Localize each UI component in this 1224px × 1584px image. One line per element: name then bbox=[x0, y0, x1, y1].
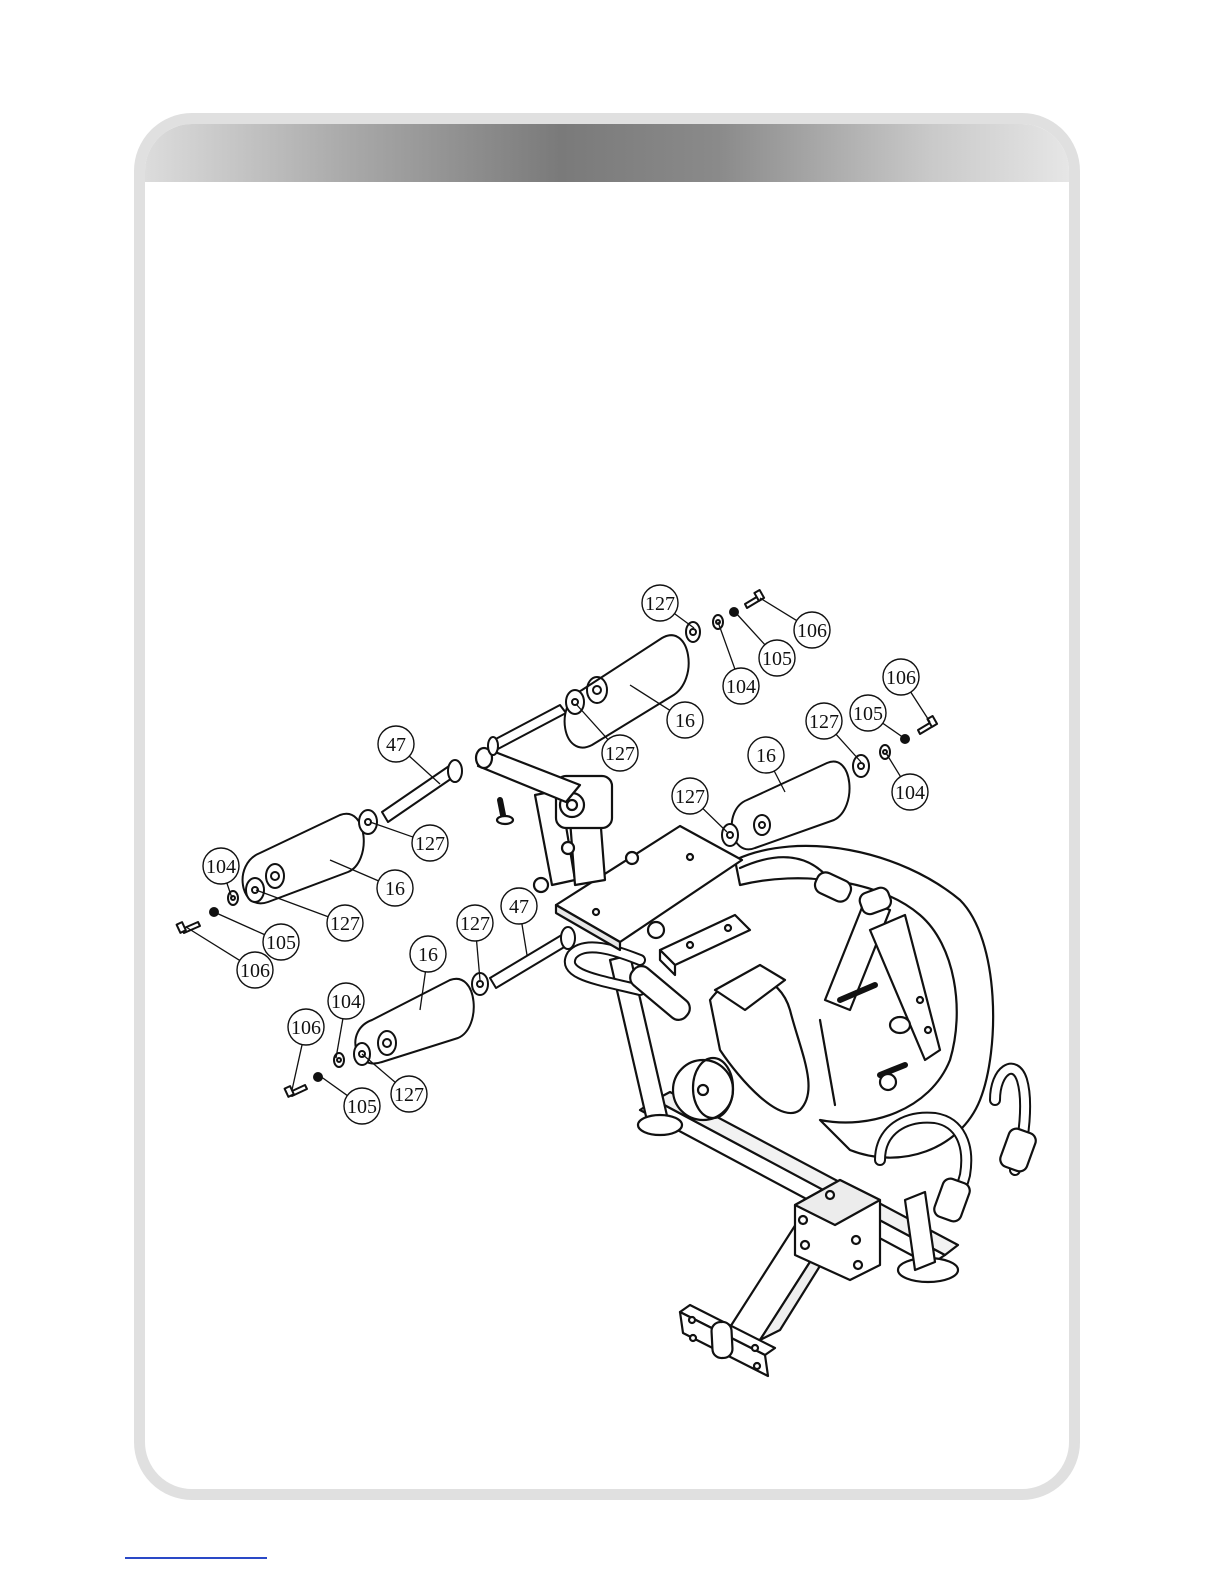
callout-label: 104 bbox=[331, 991, 361, 1013]
callout-127-14: 127 bbox=[370, 822, 448, 861]
callout-leader-line bbox=[675, 614, 694, 628]
callout-leader-line bbox=[718, 622, 735, 669]
callout-label: 16 bbox=[756, 745, 776, 767]
callout-label: 127 bbox=[675, 786, 705, 808]
callout-leader-line bbox=[409, 756, 440, 784]
callout-label: 16 bbox=[675, 710, 695, 732]
callout-leader-line bbox=[886, 753, 901, 777]
callout-label: 104 bbox=[726, 676, 756, 698]
callout-104-4: 104 bbox=[718, 622, 759, 704]
callout-label: 105 bbox=[762, 648, 792, 670]
callout-leader-line bbox=[735, 612, 765, 645]
callout-106-19: 106 bbox=[186, 927, 273, 988]
callout-label: 16 bbox=[385, 878, 405, 900]
callout-leader-line bbox=[214, 912, 265, 935]
callout-leader-line bbox=[836, 734, 861, 762]
callout-label: 105 bbox=[266, 932, 296, 954]
callout-leader-line bbox=[883, 723, 904, 738]
callout-label: 16 bbox=[418, 944, 438, 966]
callout-leader-line bbox=[370, 822, 413, 837]
callout-label: 104 bbox=[895, 782, 925, 804]
footer-rule bbox=[125, 1557, 267, 1559]
callout-127-21: 127 bbox=[457, 905, 493, 980]
callout-label: 105 bbox=[347, 1096, 377, 1118]
callout-label: 105 bbox=[853, 703, 883, 725]
callout-label: 106 bbox=[240, 960, 270, 982]
callout-label: 47 bbox=[509, 896, 529, 918]
callout-label: 127 bbox=[645, 593, 675, 615]
callout-label: 106 bbox=[291, 1017, 321, 1039]
callout-104-10: 104 bbox=[886, 753, 928, 810]
callout-label: 47 bbox=[386, 734, 406, 756]
callout-leader-line bbox=[703, 809, 727, 832]
callout-leader-line bbox=[522, 924, 527, 955]
callout-label: 106 bbox=[886, 667, 916, 689]
callout-label: 127 bbox=[330, 913, 360, 935]
callout-105-3: 105 bbox=[735, 612, 795, 676]
callout-leader-line bbox=[292, 1045, 302, 1090]
callout-105-8: 105 bbox=[850, 695, 904, 738]
callout-label: 106 bbox=[797, 620, 827, 642]
callout-leader-line bbox=[320, 1076, 347, 1096]
callout-label: 127 bbox=[415, 833, 445, 855]
callout-127-12: 127 bbox=[672, 778, 727, 832]
callout-label: 127 bbox=[460, 913, 490, 935]
callout-16-11: 16 bbox=[748, 737, 785, 792]
callout-label: 127 bbox=[605, 743, 635, 765]
callout-127-1: 127 bbox=[642, 585, 694, 628]
callout-106-7: 106 bbox=[883, 659, 930, 722]
callout-47-20: 47 bbox=[501, 888, 537, 955]
callout-leader-line bbox=[911, 692, 930, 722]
callout-label: 127 bbox=[809, 711, 839, 733]
callout-105-26: 105 bbox=[320, 1076, 380, 1124]
callout-47-13: 47 bbox=[378, 726, 440, 784]
callout-leader-line bbox=[186, 927, 240, 960]
callout-leader-line bbox=[760, 598, 797, 621]
callout-label: 127 bbox=[394, 1084, 424, 1106]
callout-label: 104 bbox=[206, 856, 236, 878]
